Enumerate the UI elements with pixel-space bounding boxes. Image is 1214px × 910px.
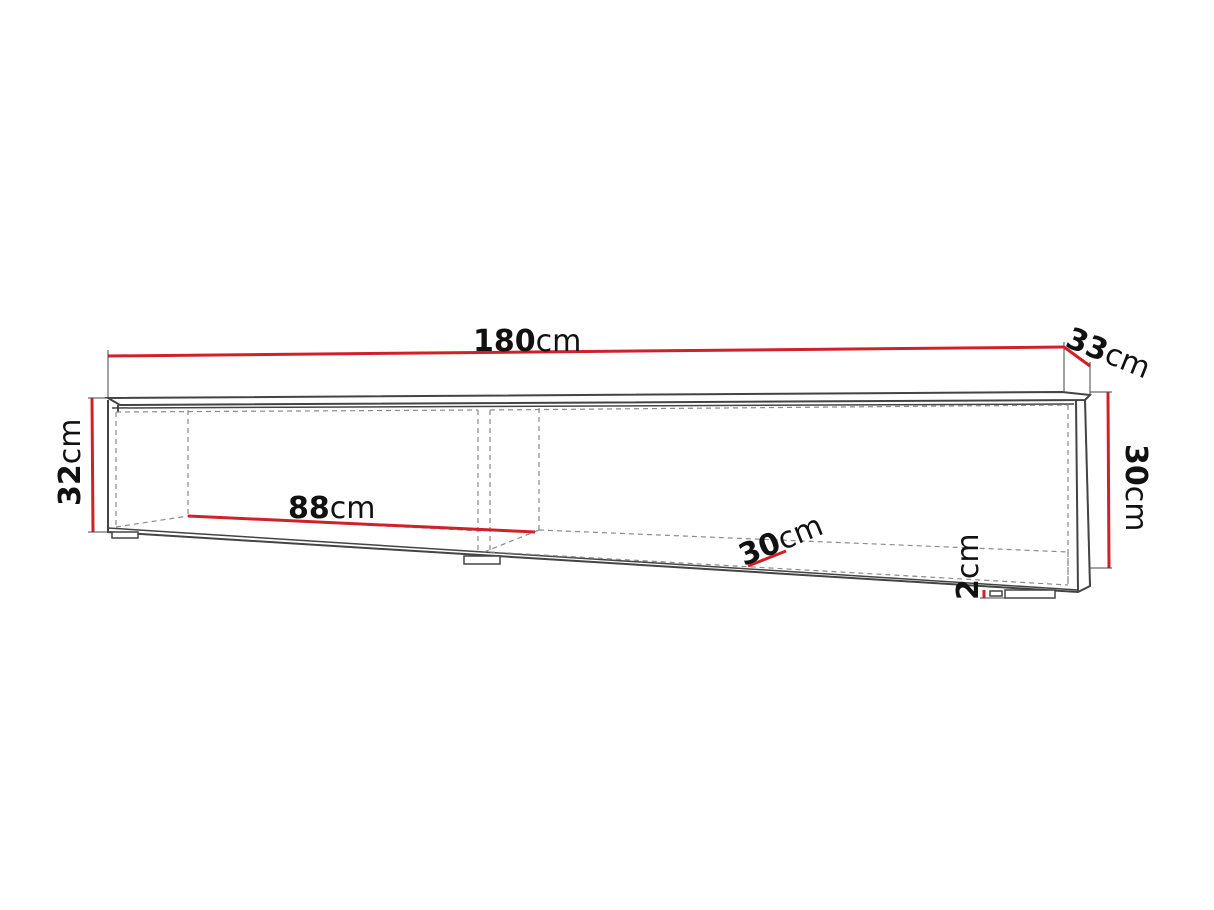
width-dimension-line: [107, 345, 1065, 358]
cabinet-bottom-edge: [107, 527, 1079, 591]
dimension-lines: [88, 342, 1112, 599]
height-side-label: 30cm: [1118, 444, 1153, 531]
cabinet-top: [104, 390, 1093, 407]
height-front-dimension-line: [90, 397, 95, 533]
height-side-dimension-line: [1106, 391, 1111, 569]
depth-label: 33cm: [1061, 321, 1155, 386]
height-front-label: 32cm: [53, 419, 88, 506]
leg-small-right: [989, 590, 1003, 597]
leg-left: [111, 531, 139, 539]
compartment-depth-dimension-line: [747, 549, 787, 568]
cabinet-drawing: [104, 390, 1093, 594]
cabinet-right-edge: [1084, 399, 1091, 587]
cabinet-front-outline: [107, 399, 1092, 594]
depth-dimension-line: [1063, 345, 1091, 368]
cabinet-legs: [111, 531, 1056, 599]
leg-middle: [463, 555, 501, 565]
compartment-depth-label: 30cm: [734, 508, 828, 573]
compartment-width-label: 88cm: [288, 491, 375, 526]
leg-right: [1004, 589, 1056, 599]
hidden-edges: [115, 404, 1069, 586]
leg-height-label: 2cm: [951, 533, 986, 600]
compartment-width-dimension-line: [187, 514, 536, 534]
width-label: 180cm: [473, 324, 581, 359]
cabinet-inner-top-edge: [111, 403, 1075, 409]
cabinet-right-side: [1075, 399, 1079, 593]
